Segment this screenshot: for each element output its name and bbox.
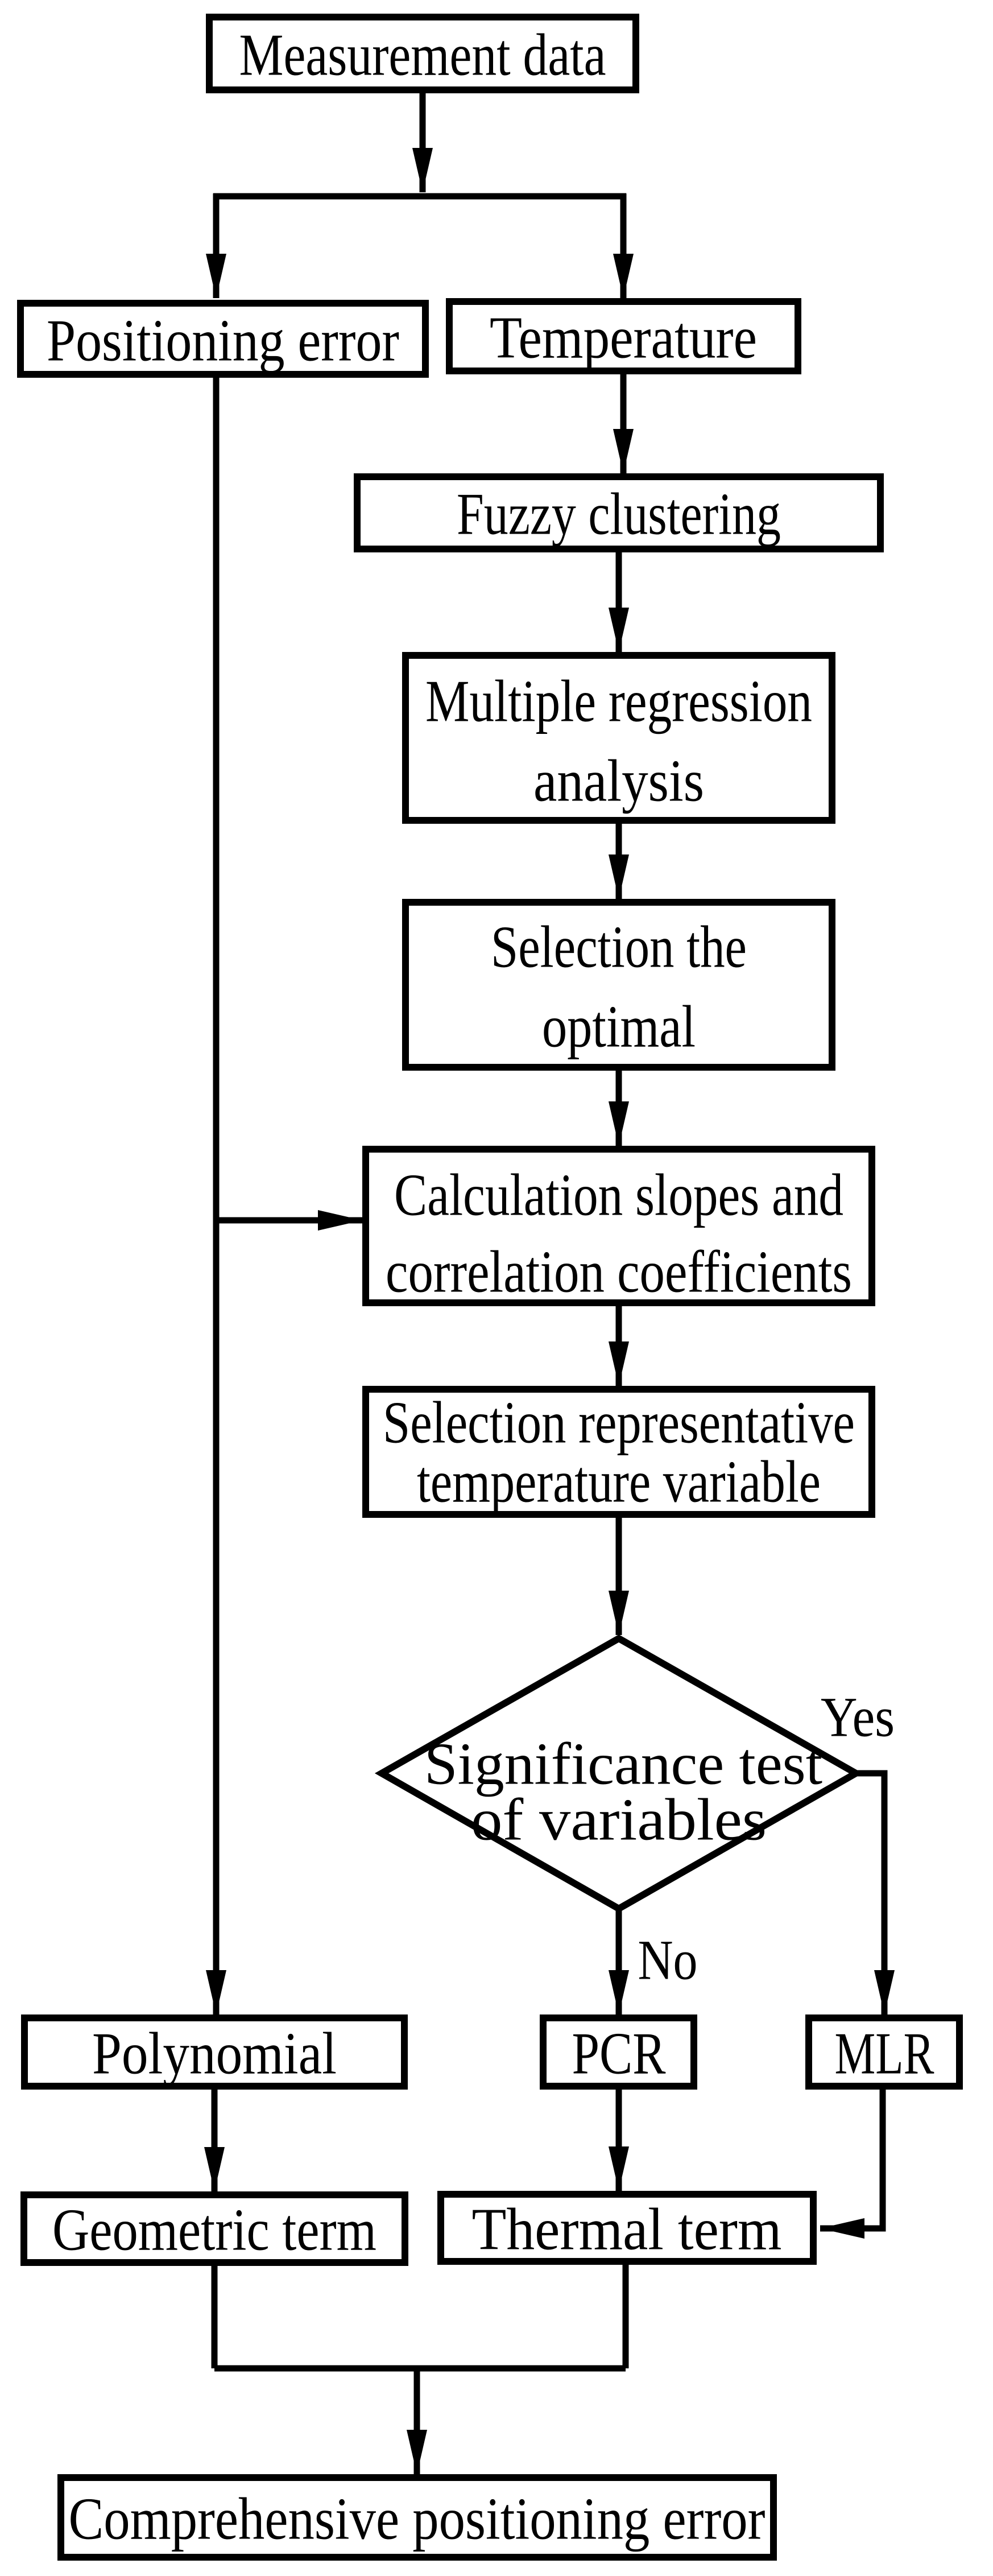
selection-optimal-label-line2: optimal — [542, 993, 696, 1060]
temperature-box — [446, 298, 801, 374]
node-selection-optimal: Selection the optimal — [402, 899, 835, 1071]
measurement-data-box — [206, 14, 639, 93]
significance-test-label-line2: of variables — [471, 1786, 767, 1853]
multiple-regression-label-line2: analysis — [533, 748, 704, 814]
positioning-error-box — [17, 300, 429, 378]
temperature-label: Temperature — [490, 304, 757, 371]
node-fuzzy-clustering: Fuzzy clustering — [354, 473, 884, 552]
polynomial-box — [21, 2014, 408, 2090]
no-edge-label: No — [638, 1929, 698, 1992]
node-positioning-error: Positioning error — [17, 300, 429, 378]
positioning-error-label: Positioning error — [47, 307, 399, 374]
node-multiple-regression: Multiple regression analysis — [402, 652, 835, 824]
node-comprehensive-positioning-error: Comprehensive positioning error — [57, 2474, 777, 2561]
node-significance-test-decision: Significance test of variables — [374, 1634, 863, 1913]
node-thermal-term: Thermal term — [437, 2191, 817, 2265]
edge-diamond-yes-to-mlr — [856, 1770, 895, 2014]
selection-representative-box — [362, 1386, 875, 1518]
node-pcr: PCR — [540, 2014, 697, 2090]
thermal-term-box — [437, 2191, 817, 2265]
pcr-box — [540, 2014, 697, 2090]
node-selection-representative: Selection representative temperature var… — [362, 1386, 875, 1518]
fuzzy-clustering-box — [354, 473, 884, 552]
node-temperature: Temperature — [446, 298, 801, 374]
yes-edge-label: Yes — [821, 1686, 895, 1749]
multiple-regression-box — [402, 652, 835, 824]
multiple-regression-label-line1: Multiple regression — [425, 668, 812, 734]
comprehensive-positioning-error-box — [57, 2474, 777, 2561]
node-measurement-data: Measurement data — [206, 14, 639, 93]
significance-test-label-line1: Significance test — [424, 1731, 822, 1797]
polynomial-label: Polynomial — [92, 2020, 337, 2087]
pcr-label: PCR — [572, 2020, 666, 2087]
calculation-slopes-label-line2: correlation coefficients — [386, 1239, 852, 1305]
thermal-term-label: Thermal term — [472, 2196, 782, 2263]
significance-test-diamond — [374, 1634, 863, 1913]
comprehensive-positioning-error-label: Comprehensive positioning error — [69, 2486, 766, 2552]
fuzzy-clustering-label: Fuzzy clustering — [457, 481, 781, 547]
selection-representative-label-line2: temperature variable — [417, 1448, 821, 1515]
node-calculation-slopes: Calculation slopes and correlation coeff… — [362, 1146, 875, 1306]
node-geometric-term: Geometric term — [20, 2191, 408, 2266]
selection-representative-label-line1: Selection representative — [383, 1389, 855, 1456]
selection-optimal-label-line1: Selection the — [491, 914, 747, 980]
node-mlr: MLR — [805, 2014, 963, 2090]
edges — [204, 90, 895, 2474]
selection-optimal-box — [402, 899, 835, 1071]
geometric-term-label: Geometric term — [52, 2197, 376, 2263]
geometric-term-box — [20, 2191, 408, 2266]
calculation-slopes-box — [362, 1146, 875, 1306]
measurement-data-label: Measurement data — [239, 22, 606, 88]
edge-mlr-to-thermal — [820, 2086, 886, 2239]
mlr-label: MLR — [835, 2020, 934, 2087]
mlr-box — [805, 2014, 963, 2090]
calculation-slopes-label-line1: Calculation slopes and — [394, 1162, 843, 1228]
node-polynomial: Polynomial — [21, 2014, 408, 2090]
